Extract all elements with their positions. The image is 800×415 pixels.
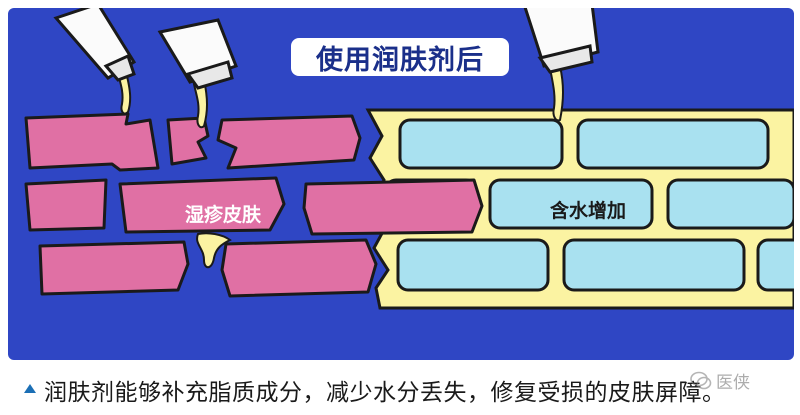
caption-bullet-icon xyxy=(24,384,36,393)
damaged-bricks xyxy=(24,112,484,298)
hydration-label: 含水增加 xyxy=(549,200,626,222)
wechat-icon xyxy=(690,371,712,389)
cream-drips xyxy=(116,64,564,269)
skin-barrier-illustration: 使用润肤剂后 湿疹皮肤 含水增加 xyxy=(8,8,794,360)
cream-tube-icon xyxy=(53,8,600,90)
caption-row: 润肤剂能够补充脂质成分，减少水分丢失，修复受损的皮肤屏障。 xyxy=(0,362,800,415)
watermark-text: 医侠 xyxy=(716,373,750,393)
caption-text: 润肤剂能够补充脂质成分，减少水分丢失，修复受损的皮肤屏障。 xyxy=(44,380,726,406)
watermark: 医侠 xyxy=(690,368,750,393)
page-title: 使用润肤剂后 xyxy=(291,38,509,76)
damaged-skin-label: 湿疹皮肤 xyxy=(184,204,261,226)
